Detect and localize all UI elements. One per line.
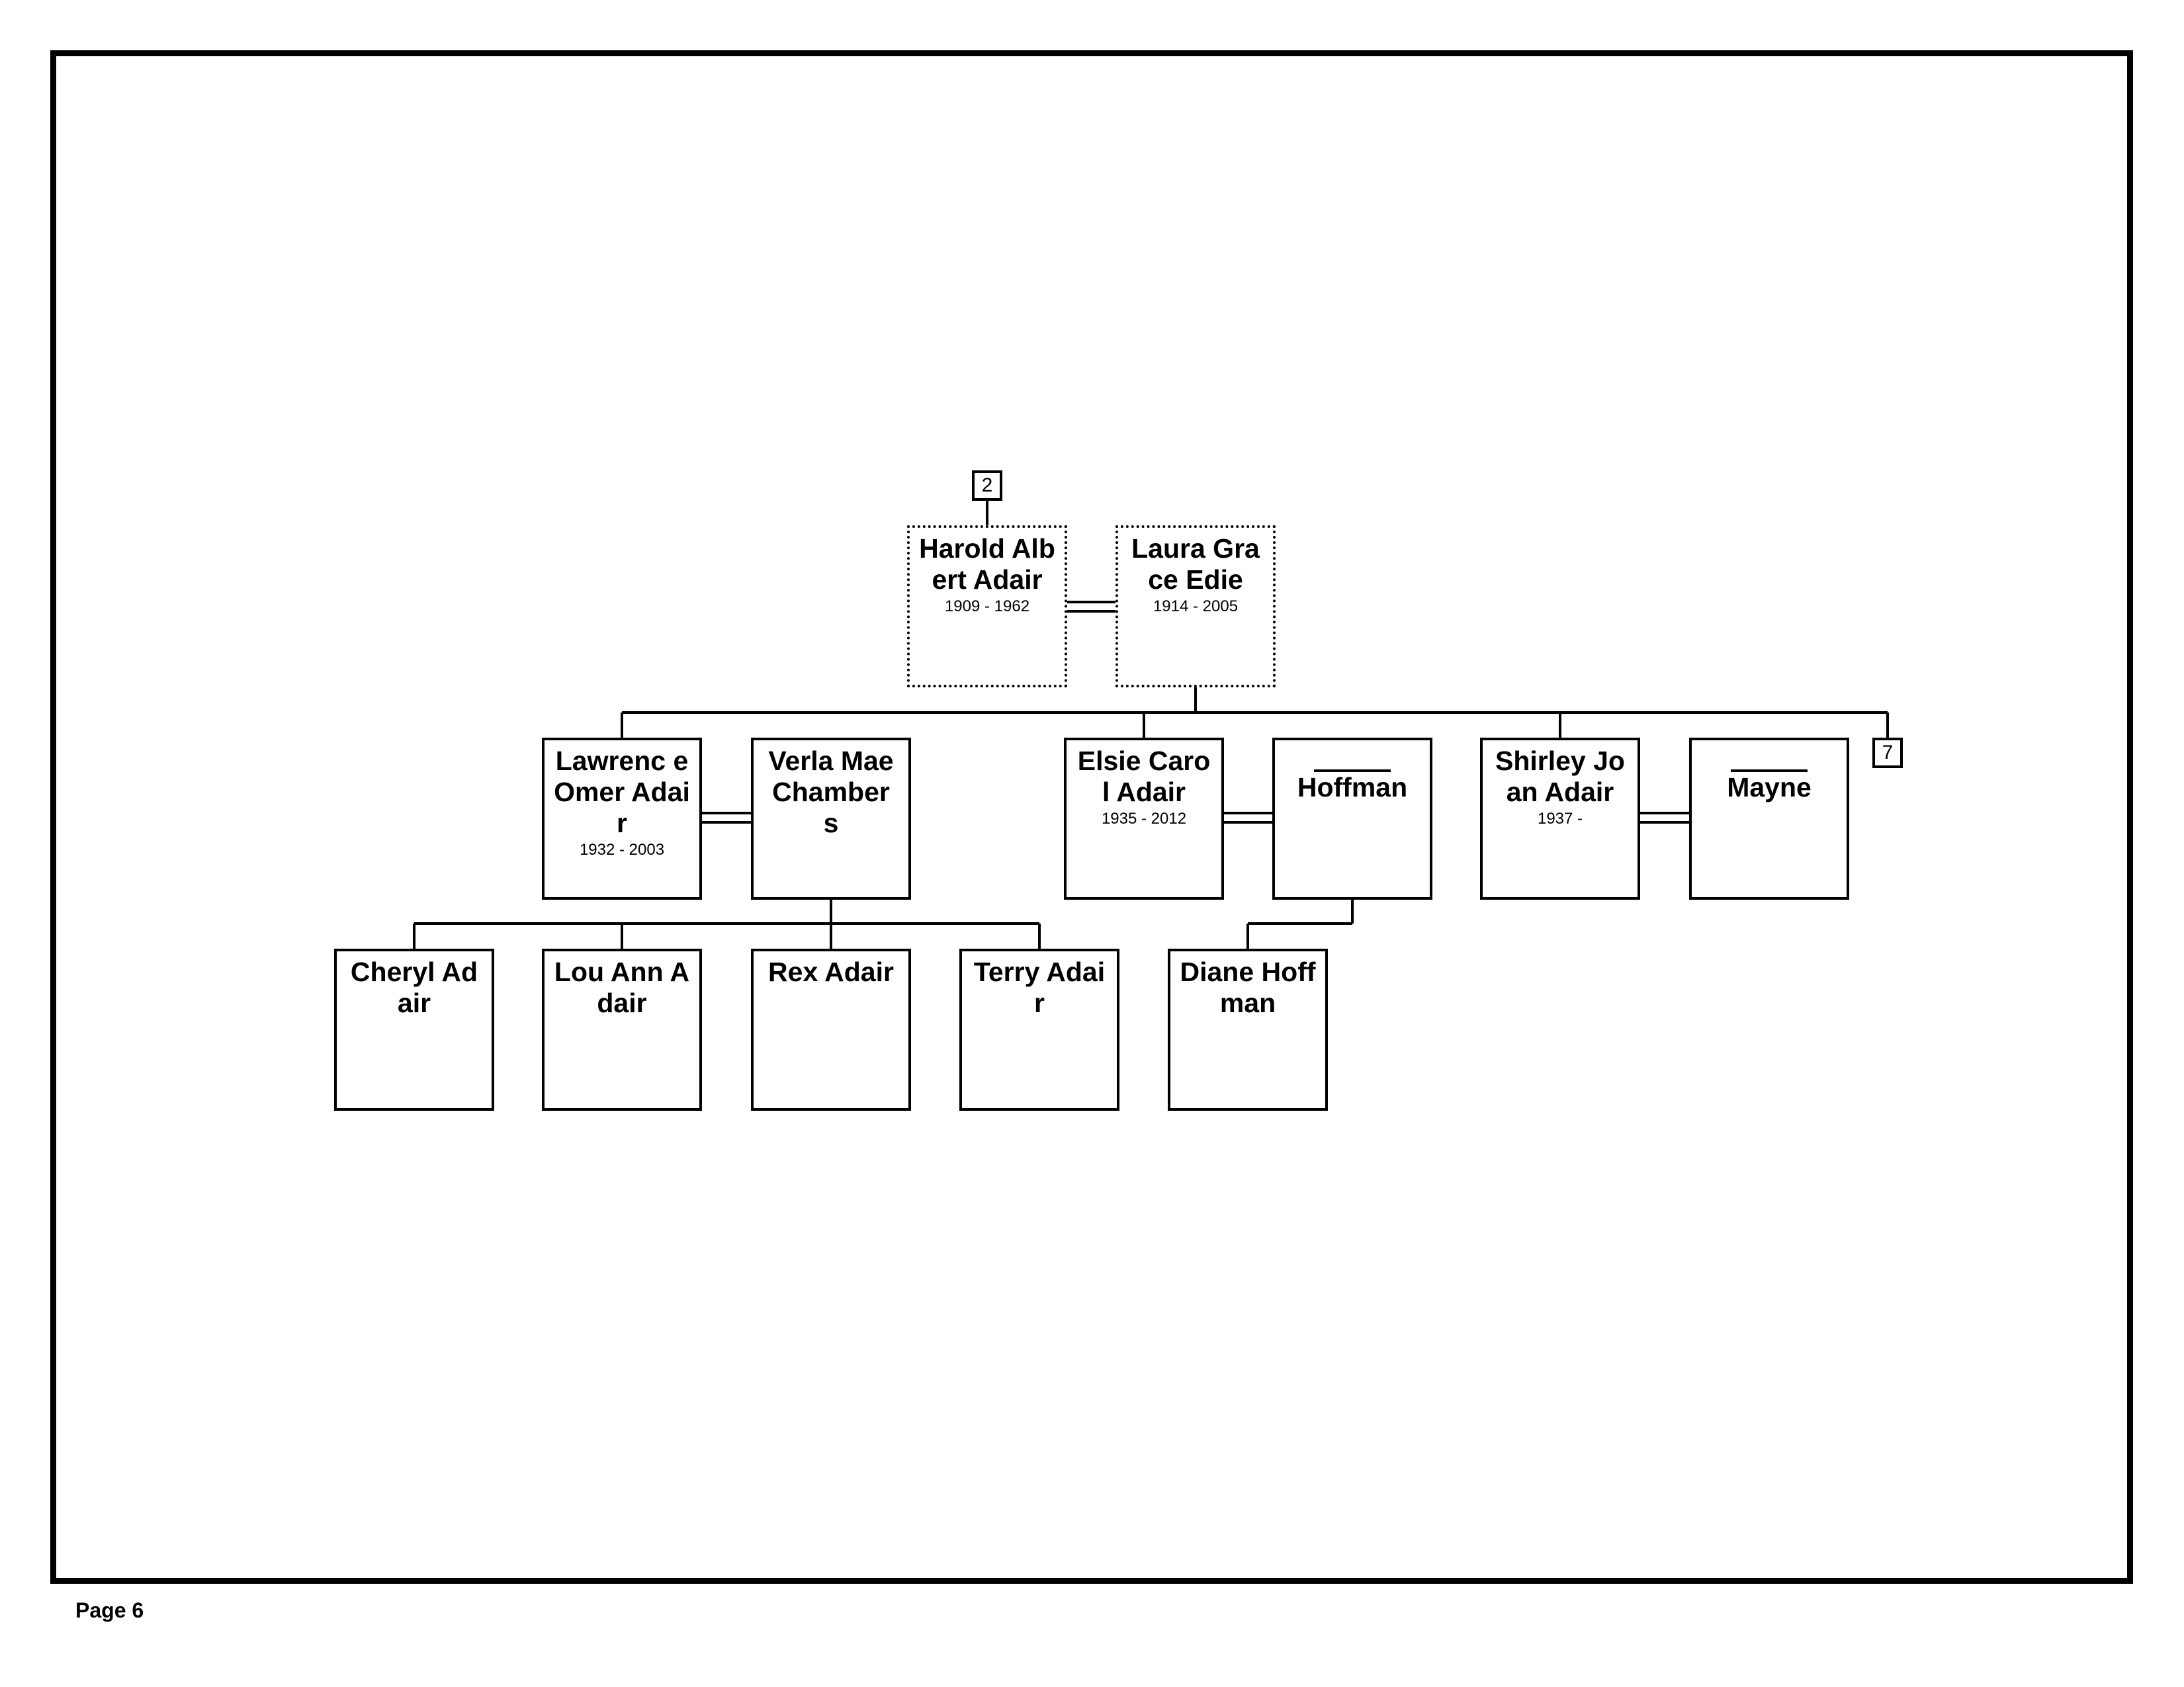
- person-name: Mayne: [1727, 772, 1812, 802]
- person-box-diane[interactable]: Diane Hoffman: [1168, 949, 1328, 1111]
- person-box-shirley[interactable]: Shirley Joan Adair 1937 -: [1480, 738, 1640, 900]
- person-box-hoffman[interactable]: Hoffman: [1272, 738, 1432, 900]
- person-name: Laura Grace Edie: [1131, 533, 1260, 595]
- person-dates: 1935 - 2012: [1101, 810, 1187, 828]
- person-name: Hoffman: [1297, 772, 1408, 802]
- ref-marker-2[interactable]: 2: [972, 470, 1002, 501]
- person-box-elsie[interactable]: Elsie Carol Adair 1935 - 2012: [1064, 738, 1224, 900]
- person-name: Rex Adair: [768, 957, 894, 987]
- page-number: Page 6: [75, 1598, 144, 1622]
- person-box-verla[interactable]: Verla Mae Chamber s: [751, 738, 911, 900]
- ref-marker-7[interactable]: 7: [1872, 738, 1903, 768]
- person-name: Elsie Carol Adair: [1077, 746, 1211, 807]
- person-name: Verla Mae Chamber s: [768, 746, 894, 838]
- person-name: Terry Adair: [973, 957, 1106, 1018]
- person-name: Cheryl Adair: [350, 957, 478, 1018]
- person-box-mayne[interactable]: Mayne: [1689, 738, 1849, 900]
- person-box-cheryl[interactable]: Cheryl Adair: [334, 949, 494, 1111]
- person-name: Lawrenc e Omer Adair: [554, 746, 690, 838]
- person-dates: 1932 - 2003: [579, 841, 665, 859]
- person-dates: 1914 - 2005: [1153, 597, 1239, 615]
- page-border: [50, 50, 2133, 1584]
- person-dates: 1937 -: [1537, 810, 1583, 828]
- person-box-laura[interactable]: Laura Grace Edie 1914 - 2005: [1115, 525, 1276, 687]
- unknown-given-name-blank: [1731, 769, 1808, 772]
- person-box-terry[interactable]: Terry Adair: [959, 949, 1119, 1111]
- person-name: Shirley Joan Adair: [1495, 746, 1625, 807]
- person-name: Diane Hoffman: [1180, 957, 1316, 1018]
- person-name: Harold Albert Adair: [919, 533, 1055, 595]
- unknown-given-name-blank: [1314, 769, 1391, 772]
- person-box-rex[interactable]: Rex Adair: [751, 949, 911, 1111]
- person-dates: 1909 - 1962: [944, 597, 1030, 615]
- person-box-harold[interactable]: Harold Albert Adair 1909 - 1962: [907, 525, 1067, 687]
- person-name: Lou Ann Adair: [554, 957, 690, 1018]
- person-box-louann[interactable]: Lou Ann Adair: [542, 949, 702, 1111]
- person-box-lawrence[interactable]: Lawrenc e Omer Adair 1932 - 2003: [542, 738, 702, 900]
